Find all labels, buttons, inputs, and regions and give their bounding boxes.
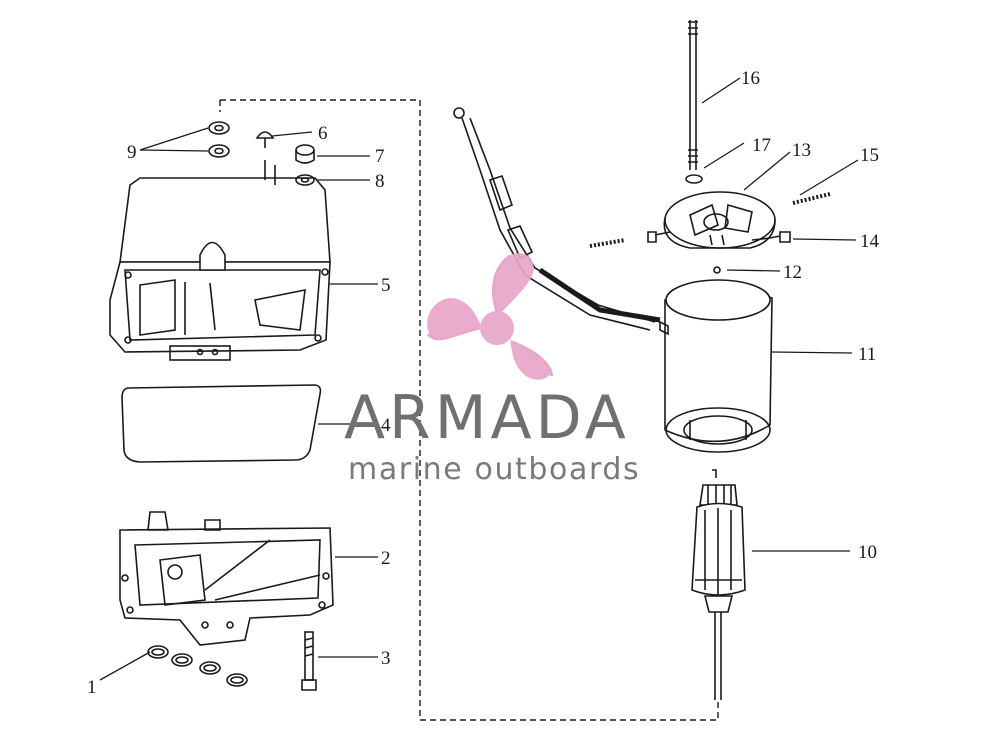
wiring-harness [453, 107, 661, 331]
callout-12: 12 [783, 262, 802, 283]
callout-9: 9 [127, 142, 137, 163]
callout-10: 10 [858, 542, 877, 563]
part-17-lock-washer [685, 174, 703, 184]
callout-5: 5 [381, 275, 391, 296]
callout-6: 6 [318, 123, 328, 144]
part-9-washers [208, 121, 230, 158]
callout-4: 4 [381, 415, 391, 436]
watermark-title: ARMADA [344, 383, 630, 453]
part-12-ball [713, 266, 721, 274]
part-15-spring [792, 192, 831, 205]
part-7-grommet [295, 144, 315, 164]
part-11-motor-frame [659, 279, 773, 453]
part-4-gasket [121, 384, 322, 463]
callout-8: 8 [375, 171, 385, 192]
callout-14: 14 [860, 231, 879, 252]
watermark-subtitle: marine outboards [348, 452, 641, 487]
part-8-washer [295, 174, 315, 186]
part-16-through-bolt [688, 20, 698, 170]
callout-16: 16 [741, 68, 760, 89]
part-13-brush-plate [663, 191, 776, 249]
part-6-screw [255, 131, 275, 148]
leader-lines [99, 77, 859, 681]
armada-logo-outline [426, 254, 554, 377]
armada-logo-icon [427, 253, 552, 380]
callout-7: 7 [375, 146, 385, 167]
callout-17: 17 [752, 135, 771, 156]
callout-2: 2 [381, 548, 391, 569]
part-14-terminal-lead [751, 231, 791, 243]
callout-15: 15 [860, 145, 879, 166]
assembly-dashed-line [219, 99, 719, 721]
callout-3: 3 [381, 648, 391, 669]
callout-1: 1 [87, 677, 97, 698]
part-5-cover [109, 160, 331, 361]
callout-13: 13 [792, 140, 811, 161]
part-10-armature [691, 469, 746, 700]
part-1-o-rings [147, 645, 248, 687]
part-2-base-plate [119, 511, 334, 646]
callout-11: 11 [858, 344, 877, 365]
part-3-bolt [301, 631, 317, 691]
